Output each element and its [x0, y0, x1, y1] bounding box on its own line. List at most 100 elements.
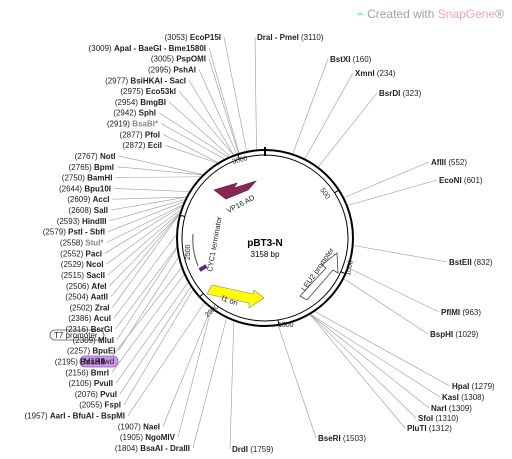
- t7-promoter-box[interactable]: [49, 329, 105, 341]
- site-name: SalI: [94, 206, 108, 215]
- tick-mark: [340, 271, 346, 275]
- site-name: PflMI: [441, 308, 462, 317]
- restriction-site-left[interactable]: (2076) PvuI: [75, 390, 117, 399]
- leader-line: [292, 58, 329, 154]
- leader-line: [112, 214, 180, 308]
- restriction-site-left[interactable]: (2872) EciI: [122, 141, 162, 150]
- restriction-site-left[interactable]: (2386) AcuI: [68, 314, 111, 323]
- site-name: HindIII: [82, 217, 106, 226]
- site-position: (2995): [148, 65, 173, 74]
- restriction-site-right[interactable]: BstXI (160): [330, 55, 372, 64]
- restriction-site-right[interactable]: BstEII (832): [449, 258, 493, 267]
- restriction-site-left[interactable]: (3053) EcoP15I: [165, 33, 222, 42]
- restriction-site-left[interactable]: (2504) AatII: [65, 293, 108, 302]
- site-name: PstI - SbfI: [68, 228, 105, 237]
- restriction-site-left[interactable]: (2579) PstI - SbfI: [43, 228, 105, 237]
- restriction-site-right[interactable]: DraI - PmeI (3110): [257, 33, 324, 42]
- restriction-site-right[interactable]: XmnI (234): [355, 69, 396, 78]
- site-position: (2608): [68, 206, 93, 215]
- leader-line: [229, 321, 235, 450]
- restriction-site-left[interactable]: (2558) StuI*: [60, 239, 104, 248]
- leader-line: [111, 274, 185, 373]
- restriction-site-right[interactable]: BspHI (1029): [430, 330, 479, 339]
- site-name: BsaAI - DraIII: [140, 444, 190, 453]
- restriction-site-left[interactable]: (2529) NcoI: [61, 260, 104, 269]
- restriction-site-left[interactable]: (2995) PshAI: [148, 65, 196, 74]
- leader-line: [116, 166, 203, 176]
- leader-line: [110, 196, 186, 211]
- restriction-site-left[interactable]: (2105) PvuII: [69, 379, 113, 388]
- cyc1-terminator-feature[interactable]: [192, 233, 199, 267]
- restriction-site-left[interactable]: (2506) AfeI: [66, 282, 106, 291]
- restriction-site-left[interactable]: (2257) BpuEI: [67, 347, 115, 356]
- left-sites: (3053) EcoP15I (3009) ApaI - BaeGI - Bme1…: [25, 33, 221, 453]
- site-position: (601): [464, 176, 483, 185]
- leader-line: [192, 318, 227, 449]
- restriction-site-right[interactable]: SfoI (1310): [418, 414, 459, 423]
- site-name: BsrDI: [379, 89, 403, 98]
- restriction-site-left[interactable]: (2608) SalI: [68, 206, 108, 215]
- restriction-site-right[interactable]: BseRI (1503): [318, 434, 366, 443]
- restriction-site-left[interactable]: (1957) AarI - BfuAI - BspMI: [25, 412, 125, 421]
- snapgene-logo-icon: ⌁: [356, 6, 365, 21]
- leader-line: [318, 92, 378, 167]
- site-position: (1279): [472, 382, 495, 391]
- leader-line: [278, 325, 317, 439]
- t7-promoter-label: T7 promoter: [54, 331, 98, 340]
- restriction-site-left[interactable]: (2609) AccI: [67, 195, 109, 204]
- site-name: Eco53kI: [146, 87, 176, 96]
- leader-line: [119, 286, 191, 395]
- vp16-ad-feature[interactable]: [213, 180, 257, 200]
- site-name: BssHII: [80, 357, 105, 366]
- restriction-site-left[interactable]: (1907) NaeI: [118, 422, 160, 431]
- plasmid-size: 3158 bp: [251, 250, 280, 259]
- restriction-site-right[interactable]: AflII (552): [431, 158, 467, 167]
- site-name: DrdI: [232, 445, 250, 454]
- restriction-site-left[interactable]: (2942) SphI: [113, 109, 156, 118]
- restriction-site-left[interactable]: (3005) PspOMI: [151, 55, 206, 64]
- leader-line: [106, 204, 183, 243]
- leader-line: [115, 282, 189, 384]
- restriction-site-right[interactable]: PluTI (1312): [407, 424, 452, 433]
- restriction-site-left[interactable]: (2975) Eco53kI: [120, 87, 176, 96]
- restriction-site-right[interactable]: DrdI (1759): [232, 445, 274, 454]
- leu2-promoter-feature[interactable]: [299, 252, 339, 301]
- restriction-site-left[interactable]: (2309) MluI: [73, 336, 114, 345]
- f1-ori-feature[interactable]: [206, 284, 265, 309]
- site-position: (2502): [69, 303, 94, 312]
- restriction-site-left[interactable]: (2195) BssHII: [55, 357, 105, 366]
- restriction-site-left[interactable]: (2919) BsaBI*: [107, 120, 159, 129]
- site-position: (1310): [435, 414, 458, 423]
- restriction-site-left[interactable]: (1905) NgoMIV: [120, 433, 176, 442]
- restriction-site-right[interactable]: BsrDI (323): [379, 89, 422, 98]
- restriction-site-left[interactable]: (2502) ZraI: [69, 303, 109, 312]
- leader-line: [106, 209, 181, 265]
- restriction-site-right[interactable]: EcoNI (601): [439, 176, 483, 185]
- m13-fwd-box[interactable]: [79, 355, 119, 368]
- restriction-site-left[interactable]: (2767) NotI: [75, 152, 116, 161]
- leader-line: [223, 36, 247, 151]
- site-name: BsrGI: [91, 325, 113, 334]
- restriction-site-left[interactable]: (2954) BmgBI: [115, 98, 166, 107]
- site-name: FspI: [105, 401, 121, 410]
- restriction-site-left[interactable]: (2750) BamHI: [62, 174, 113, 183]
- restriction-site-left[interactable]: (2055) FspI: [79, 401, 121, 410]
- restriction-site-left[interactable]: (2515) SacII: [61, 271, 105, 280]
- restriction-site-right[interactable]: HpaI (1279): [452, 382, 495, 391]
- site-position: (2579): [43, 228, 68, 237]
- restriction-site-left[interactable]: (2977) BsiHKAI - SacI: [105, 76, 186, 85]
- restriction-site-right[interactable]: KasI (1308): [442, 393, 485, 402]
- restriction-site-left[interactable]: (2765) BpmI: [69, 163, 114, 172]
- site-position: (160): [353, 55, 372, 64]
- restriction-site-right[interactable]: NarI (1309): [431, 404, 472, 413]
- restriction-site-left[interactable]: (2644) Bpu10I: [59, 184, 111, 193]
- restriction-site-left[interactable]: (2552) PacI: [60, 249, 102, 258]
- restriction-site-left[interactable]: (2316) BsrGI: [65, 325, 112, 334]
- restriction-site-left[interactable]: (2593) HindIII: [57, 217, 107, 226]
- restriction-site-left[interactable]: (2156) BmrI: [65, 368, 109, 377]
- restriction-site-left[interactable]: (2877) PfoI: [120, 130, 160, 139]
- restriction-site-left[interactable]: (1804) BsaAI - DraIII: [115, 444, 190, 453]
- restriction-site-right[interactable]: PflMI (963): [441, 308, 481, 317]
- site-name: PfoI: [145, 130, 160, 139]
- restriction-site-left[interactable]: (3009) ApaI - BaeGI - Bme1580I: [89, 44, 206, 53]
